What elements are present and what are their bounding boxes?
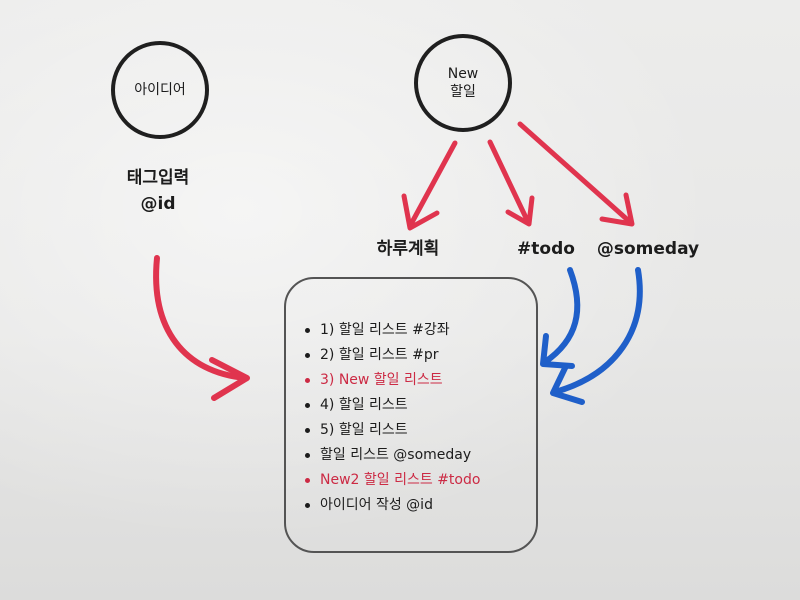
todo-list-item: 5) 할일 리스트 [302, 418, 480, 443]
tag-input-label-line2: @id [140, 194, 176, 214]
todo-list-item: 할일 리스트 @someday [302, 443, 480, 468]
todo-list-item: 2) 할일 리스트 #pr [302, 343, 480, 368]
someday-tag-label: @someday [596, 239, 700, 259]
idea-node: 아이디어 [111, 41, 209, 139]
todo-list-item: New2 할일 리스트 #todo [302, 468, 480, 493]
arrow-someday-to-list [550, 267, 643, 405]
tag-input-label: 태그입력 @id [108, 165, 208, 217]
new-todo-node: New 할일 [414, 34, 512, 132]
todo-list-box [284, 277, 538, 553]
todo-tag-label: #todo [517, 239, 575, 259]
arrow-new-to-someday [517, 121, 635, 227]
new-todo-node-line1: New [447, 66, 479, 82]
arrow-todo-to-list [540, 267, 581, 369]
arrow-new-to-todo [487, 139, 535, 227]
todo-list-item: 아이디어 작성 @id [302, 493, 480, 518]
idea-node-label: 아이디어 [134, 82, 186, 98]
daily-plan-label: 하루계획 [376, 239, 440, 259]
todo-list-item: 3) New 할일 리스트 [302, 368, 480, 393]
new-todo-node-line2: 할일 [450, 84, 476, 100]
arrow-tag-to-list [153, 255, 250, 401]
tag-input-label-line1: 태그입력 [126, 168, 190, 188]
arrow-new-to-daily-plan [401, 140, 458, 231]
todo-list-item: 4) 할일 리스트 [302, 393, 480, 418]
new-todo-node-label: New 할일 [448, 65, 479, 101]
todo-list-item: 1) 할일 리스트 #강좌 [302, 318, 480, 343]
